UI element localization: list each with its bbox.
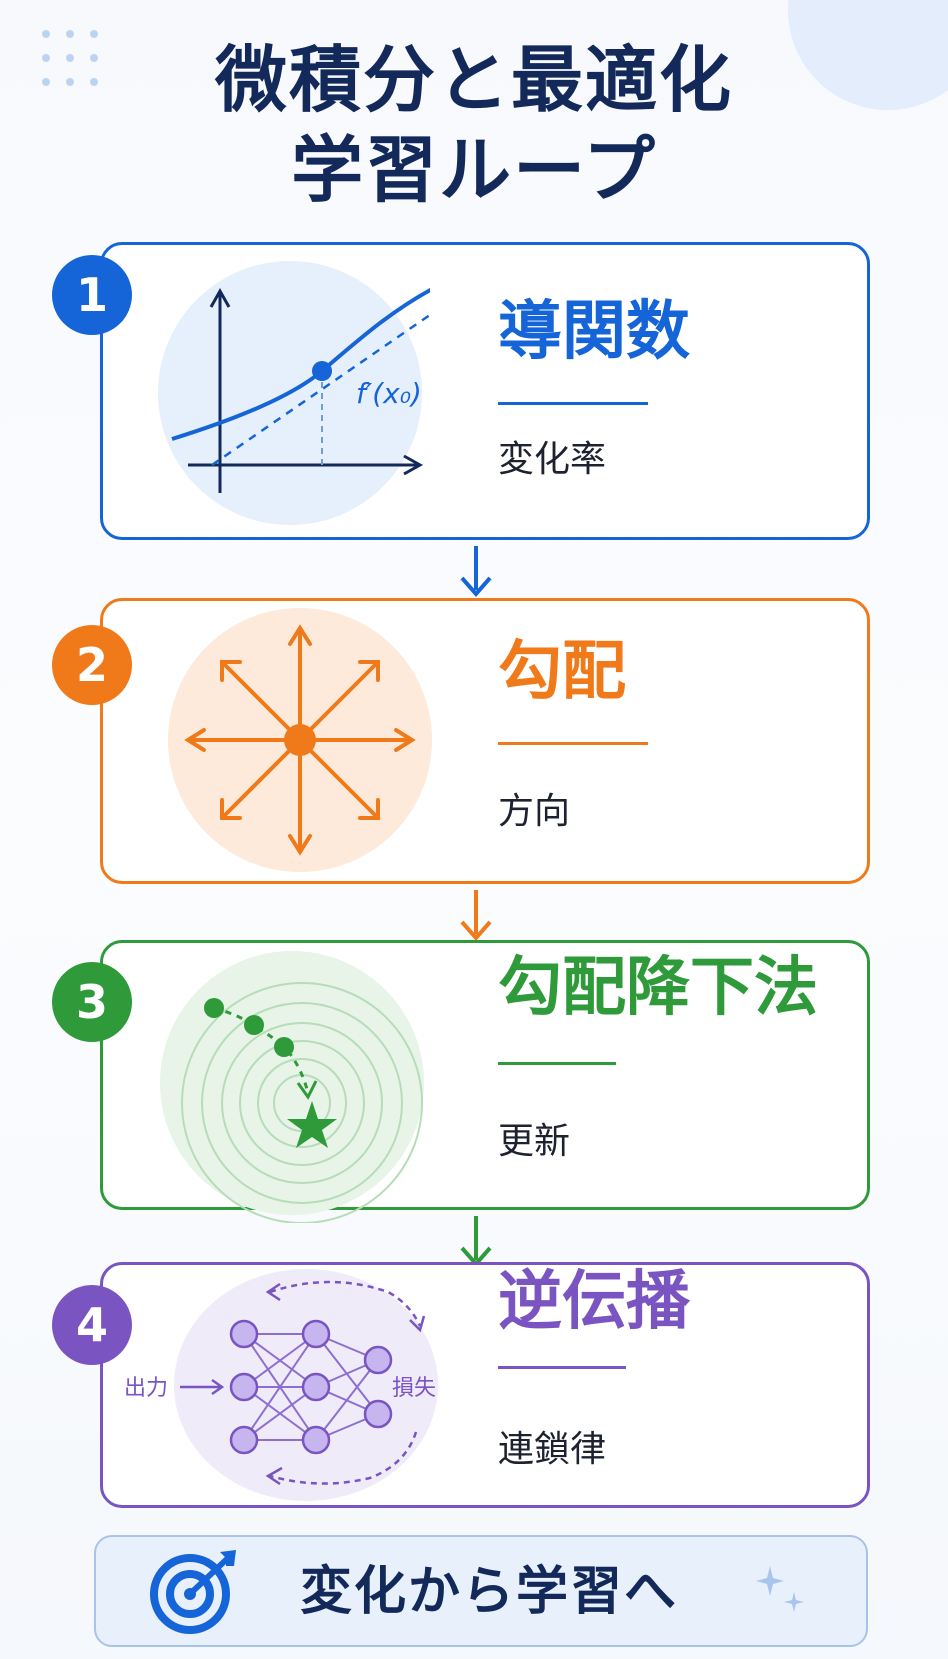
step-number-badge-3: 3 bbox=[52, 962, 132, 1042]
sparkle-icon bbox=[756, 1566, 804, 1612]
step-number-badge-1: 1 bbox=[52, 255, 132, 335]
keyword-underline bbox=[498, 402, 648, 405]
step-keyword-derivative: 導関数 bbox=[498, 295, 690, 369]
down-arrow-connector-2 bbox=[460, 890, 492, 942]
step-subtitle-rate-of-change: 変化率 bbox=[498, 439, 607, 480]
network-output-label: 出力 bbox=[124, 1376, 168, 1401]
step-keyword-gradient-descent: 勾配降下法 bbox=[498, 951, 818, 1025]
step-subtitle-update: 更新 bbox=[498, 1121, 571, 1162]
keyword-underline bbox=[498, 1366, 626, 1369]
keyword-underline bbox=[498, 742, 648, 745]
neural-network-illustration: 出力 損失 bbox=[124, 1269, 438, 1501]
down-arrow-connector-1 bbox=[460, 546, 492, 598]
target-icon bbox=[150, 1550, 236, 1634]
step-keyword-backpropagation: 逆伝播 bbox=[498, 1265, 690, 1339]
step-subtitle-direction: 方向 bbox=[498, 791, 571, 832]
summary-banner-text: 変化から学習へ bbox=[300, 1562, 679, 1622]
step-keyword-gradient: 勾配 bbox=[498, 635, 626, 709]
page-title-line-2: 学習ループ bbox=[291, 128, 657, 212]
radiating-arrows-illustration bbox=[168, 608, 432, 872]
step-number-badge-4: 4 bbox=[52, 1285, 132, 1365]
decorative-dot-grid bbox=[42, 30, 98, 86]
formula-label: f′(x₀) bbox=[356, 377, 422, 410]
page-title-line-1: 微積分と最適化 bbox=[214, 38, 733, 122]
network-loss-label: 損失 bbox=[392, 1376, 436, 1401]
step-number-badge-2: 2 bbox=[52, 625, 132, 705]
step-subtitle-chain-rule: 連鎖律 bbox=[498, 1429, 607, 1470]
tangent-graph-illustration: f′(x₀) bbox=[158, 261, 430, 525]
contour-descent-illustration bbox=[160, 951, 424, 1223]
keyword-underline bbox=[498, 1062, 616, 1065]
